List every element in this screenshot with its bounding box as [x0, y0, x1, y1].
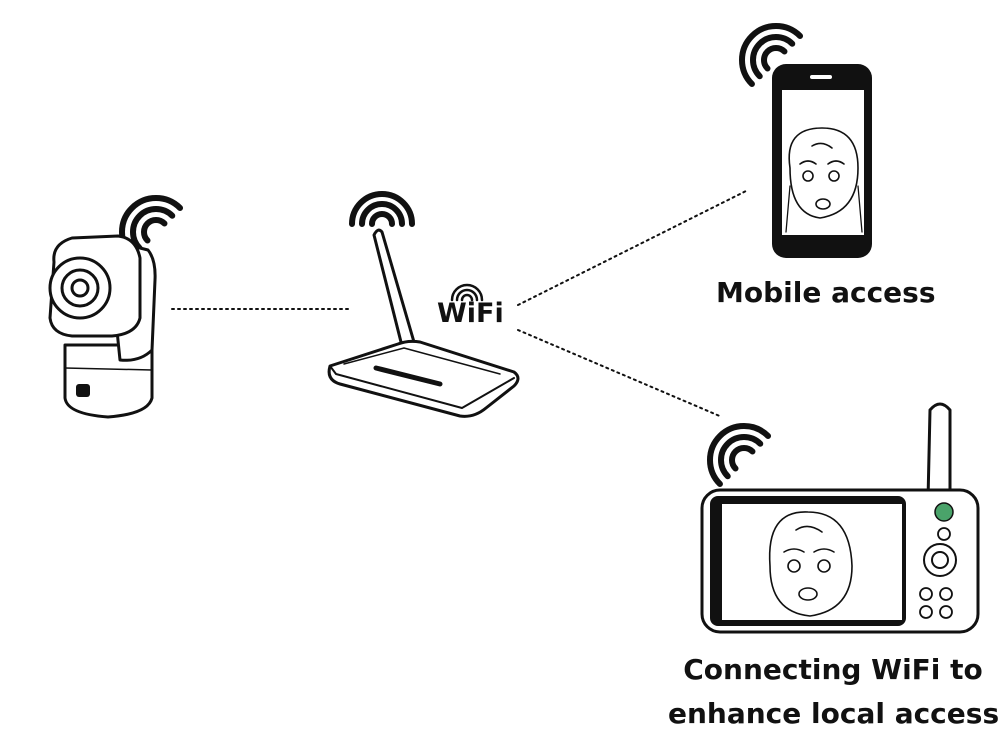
- link-router-phone: [517, 189, 749, 306]
- monitor-talk-icon: [919, 587, 933, 601]
- monitor-talk-button: [937, 527, 951, 541]
- baby-face-icon: [785, 127, 863, 233]
- monitor-logo: [934, 502, 954, 522]
- monitor-label-line-2: enhance local access: [668, 697, 1000, 730]
- camera-lens: [60, 268, 100, 308]
- monitor-menu-button: [931, 551, 949, 569]
- router-label: WiFi: [437, 298, 504, 329]
- monitor-access-label: Connecting WiFi to enhance local access: [668, 648, 1000, 736]
- phone-screen: [782, 90, 864, 235]
- monitor-vol-button: [939, 587, 953, 601]
- wifi-label-icon: [450, 283, 484, 302]
- link-router-monitor: [517, 329, 723, 418]
- phone-speaker: [810, 75, 832, 79]
- monitor-label-line-1: Connecting WiFi to: [683, 653, 983, 686]
- camera-logo: [76, 384, 90, 397]
- monitor-power-button: [919, 605, 933, 619]
- connection-lines: [171, 189, 749, 418]
- monitor-dpad: [923, 543, 957, 577]
- monitor-antenna: [926, 402, 952, 502]
- camera-lens-glass: [70, 278, 90, 298]
- monitor-zoom-button: [939, 605, 953, 619]
- router-antenna: [372, 228, 416, 348]
- router-light-strip: [373, 365, 443, 387]
- router-signal-icon: [349, 191, 415, 227]
- camera-base: [63, 343, 154, 419]
- camera-icon: [48, 234, 157, 419]
- wifi-signal-icon: [119, 23, 804, 488]
- baby-face-icon: [768, 511, 853, 617]
- monitor-signal-icon: [707, 423, 772, 488]
- baby-monitor-icon: [700, 402, 980, 634]
- phone-signal-icon: [739, 23, 804, 88]
- monitor-screen: [722, 504, 902, 620]
- router-icon: [327, 228, 520, 418]
- smartphone-icon: [772, 64, 872, 258]
- mobile-access-label: Mobile access: [716, 276, 936, 309]
